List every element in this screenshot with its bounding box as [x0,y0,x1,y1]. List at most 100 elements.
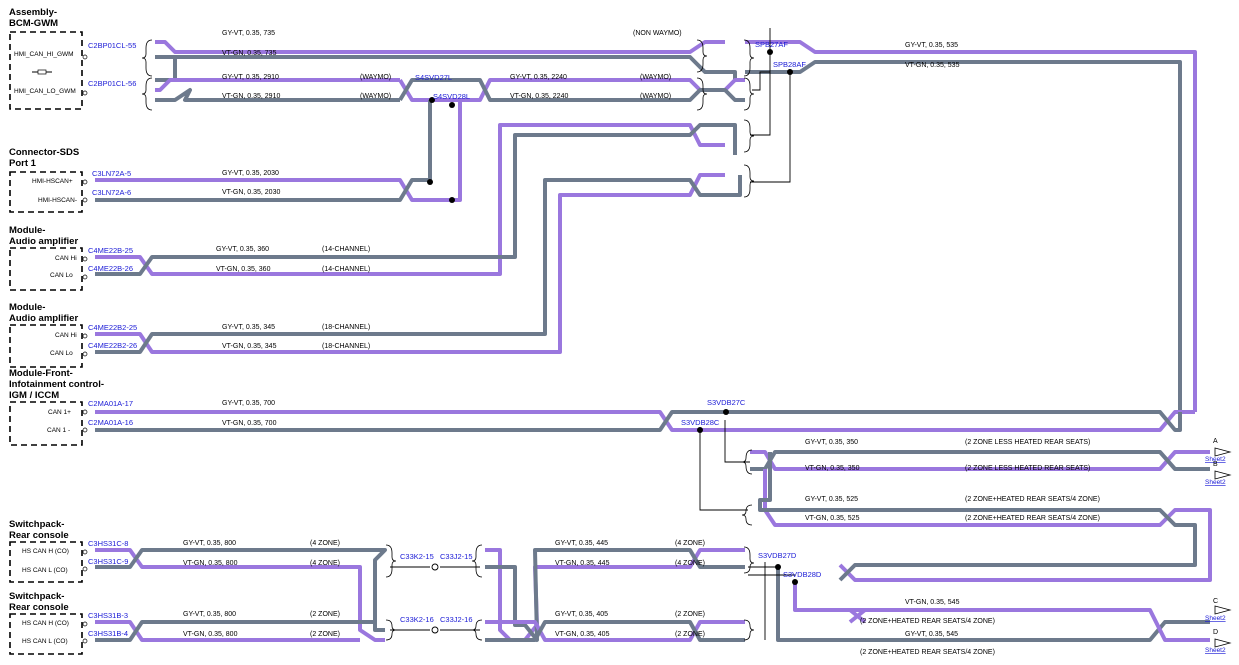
module-title-line: Audio amplifier [9,313,78,324]
wire-note: (2 ZONE LESS HEATED REAR SEATS) [965,465,1090,472]
pin-label: HMI_CAN_LO_GWM [14,88,76,95]
connector-label: C4ME22B-26 [88,264,133,273]
module-title-line: Infotainment control- [9,379,104,390]
pin-label: HS CAN H (CO) [22,620,69,627]
splice-dot-s6 [697,427,703,433]
wire-w6 [398,78,745,102]
wire-note: (2 ZONE+HEATED REAR SEATS/4 ZONE) [965,496,1100,503]
connector-label: C3HS31B-4 [88,629,128,638]
splice-dots [427,49,798,634]
wire-w24 [485,548,745,642]
wire-label: GY-VT, 0.35, 700 [222,400,275,407]
wire-w29 [776,567,1210,642]
pin-label: CAN Hi [55,332,77,339]
splice-dot-s1 [429,97,435,103]
pin-label: HS CAN L (CO) [22,638,68,645]
module-switchpack-2zone: Switchpack- Rear console HS CAN H (CO) H… [9,591,83,655]
inline-connector-15 [431,563,439,571]
wire-label: GY-VT, 0.35, 445 [555,540,608,547]
wire-note: (2 ZONE+HEATED REAR SEATS/4 ZONE) [860,618,995,625]
module-title-line: Port 1 [9,158,37,169]
pin-label: HMI_CAN_HI_GWM [14,51,74,58]
wire-w4 [155,88,400,102]
pin-label: HS CAN H (CO) [22,548,69,555]
wire-label: GY-VT, 0.35, 405 [555,611,608,618]
arrow-right-icon [1214,605,1232,615]
wire-w8 [745,60,1182,412]
connector-label: C3LN72A-6 [92,188,131,197]
wire-label: VT-GN, 0.35, 525 [805,515,860,522]
module-title-line: IGM / ICCM [9,390,59,401]
module-title-line: BCM-GWM [9,18,58,29]
wire-label: GY-VT, 0.35, 2030 [222,170,279,177]
wire-label: VT-GN, 0.35, 2030 [222,189,280,196]
module-title-line: Module-Front- [9,368,73,379]
pin-label: CAN 1+ [48,409,71,416]
splice-labels: S4SVD27L S4SVD28L SPB27AF SPB28AF S3VDB2… [415,40,822,579]
wire-w27 [485,620,745,642]
splice-label: S4SVD28L [433,92,470,101]
pin-label: CAN Hi [55,255,77,262]
wire-note: (2 ZONE LESS HEATED REAR SEATS) [965,439,1090,446]
wire-note: (4 ZONE) [675,560,705,567]
wire-label: VT-GN, 0.35, 345 [222,343,277,350]
sheet-link: Sheet2 [1205,479,1226,486]
wire-w12 [95,123,737,276]
module-audio-14ch: Module- Audio amplifier CAN Hi CAN Lo [9,225,83,291]
wire-note: (14-CHANNEL) [322,266,370,273]
connector-label: C33K2-15 [400,552,434,561]
wire-label: GY-VT, 0.35, 800 [183,540,236,547]
connector-labels: C2BP01CL-55 C2BP01CL-56 C3LN72A-5 C3LN72… [88,41,473,638]
wire-label: VT-GN, 0.35, 360 [216,266,271,273]
offpage-c[interactable]: C Sheet2 [1205,598,1232,622]
arrow-right-icon [1214,447,1232,457]
wire-label: VT-GN, 0.35, 800 [183,631,238,638]
wire-label: GY-VT, 0.35, 800 [183,611,236,618]
wire-w13 [95,173,725,354]
wire-label: VT-GN, 0.35, 735 [222,50,277,57]
wire-note: (2 ZONE+HEATED REAR SEATS/4 ZONE) [860,649,995,656]
wire-w19 [763,469,1212,582]
splice-label: S3VDB27C [707,398,746,407]
offpage-b[interactable]: B Sheet2 [1205,461,1232,486]
connector-label: C3HS31C-8 [88,539,128,548]
wire-note: (18-CHANNEL) [322,324,370,331]
module-title-line: Module- [9,302,45,313]
wire-label: GY-VT, 0.35, 735 [222,30,275,37]
wire-label: GY-VT, 0.35, 350 [805,439,858,446]
connector-label: C4ME22B-25 [88,246,133,255]
resistor-icon [37,69,47,75]
offpage-letter: D [1213,629,1218,636]
offpage-d[interactable]: D Sheet2 [1205,629,1232,654]
splice-label: SPB28AF [773,60,806,69]
wire-label: VT-GN, 0.35, 2240 [510,93,568,100]
wire-note: (18-CHANNEL) [322,343,370,350]
splice-ties [390,28,795,640]
wire-w17 [750,450,1210,471]
offpage-a[interactable]: A Sheet2 [1205,438,1232,463]
module-title-line: Connector-SDS [9,147,79,158]
pin-label: HS CAN L (CO) [22,567,68,574]
splice-dot-s8 [792,579,798,585]
offpage-connectors[interactable]: A Sheet2 B Sheet2 C Sheet2 D Sheet2 [1205,438,1232,654]
pin-label: HMI-HSCAN- [38,197,77,204]
wire-w28 [485,620,745,642]
wire-w20 [758,452,1197,582]
wire-label: VT-GN, 0.35, 2910 [222,93,280,100]
wire-label: GY-VT, 0.35, 345 [222,324,275,331]
pin-label: CAN 1 - [47,427,70,434]
sheet-link: Sheet2 [1205,647,1226,654]
module-title-line: Switchpack- [9,519,64,530]
module-title-line: Rear console [9,530,69,541]
wire-label: VT-GN, 0.35, 700 [222,420,277,427]
splice-label: SPB27AF [755,40,788,49]
splice-dot-s4 [787,69,793,75]
connector-label: C3LN72A-5 [92,169,131,178]
arrow-right-icon [1214,470,1232,480]
arrow-right-icon [1214,638,1232,648]
wire-note: (WAYMO) [360,74,391,81]
wire-labels: GY-VT, 0.35, 735 (NON WAYMO) VT-GN, 0.35… [183,30,1100,656]
wire-label: GY-VT, 0.35, 360 [216,246,269,253]
wire-w2 [175,55,737,80]
splice-dot-s3 [767,49,773,55]
